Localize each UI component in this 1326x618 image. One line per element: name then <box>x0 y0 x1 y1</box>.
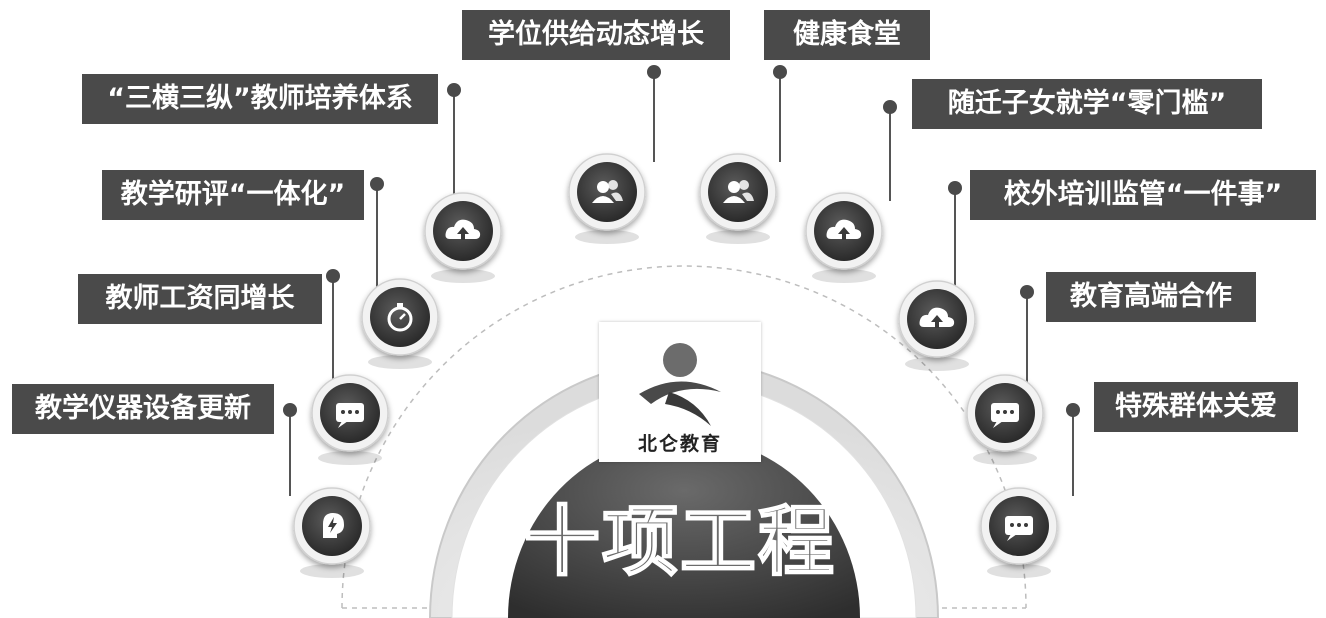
project-node-6 <box>898 280 976 371</box>
project-label-9: 教学仪器设备更新 <box>12 384 274 434</box>
project-label-2: 健康食堂 <box>764 10 930 60</box>
logo-emblem <box>639 343 721 426</box>
users-icon <box>723 180 754 203</box>
project-label-1: 学位供给动态增长 <box>462 10 730 60</box>
leader-dot <box>1020 285 1034 299</box>
project-label-10: 特殊群体关爱 <box>1094 382 1298 432</box>
users-icon <box>592 180 623 203</box>
bolt-icon <box>323 513 344 538</box>
logo-panel: 北仑教育 <box>599 322 761 462</box>
project-label-8: 教育高端合作 <box>1046 272 1256 322</box>
leader-dot <box>283 403 297 417</box>
logo-text: 北仑教育 <box>637 433 722 455</box>
leader-dot <box>647 65 661 79</box>
project-label-3: “三横三纵”教师培养体系 <box>82 74 438 124</box>
project-label-4: 随迁子女就学“零门槛” <box>912 79 1262 129</box>
icon-nodes <box>293 153 1058 578</box>
leader-dot <box>370 177 384 191</box>
leader-dot <box>948 181 962 195</box>
timer-icon <box>387 303 413 332</box>
project-node-9 <box>293 487 371 578</box>
project-label-7: 教师工资同增长 <box>78 274 322 324</box>
project-label-6: 校外培训监管“一件事” <box>970 170 1316 220</box>
cloud-upload-icon <box>919 307 955 328</box>
cloud-upload-icon <box>445 219 481 240</box>
leader-dot <box>447 83 461 97</box>
cloud-upload-icon <box>826 219 862 240</box>
project-node-4 <box>805 192 883 283</box>
project-node-10 <box>980 487 1058 578</box>
inner-dome <box>508 436 860 618</box>
project-node-7 <box>311 374 389 465</box>
project-node-3 <box>424 192 502 283</box>
project-node-2 <box>699 153 777 244</box>
main-title: 十项工程 <box>523 496 836 587</box>
leader-dot <box>326 269 340 283</box>
leader-dot <box>1066 403 1080 417</box>
chat-icon <box>1005 516 1033 541</box>
project-node-5 <box>361 278 439 369</box>
leader-lines <box>283 65 1080 496</box>
project-node-1 <box>568 153 646 244</box>
project-node-8 <box>966 374 1044 465</box>
leader-dot <box>883 100 897 114</box>
leader-dot <box>773 65 787 79</box>
project-label-5: 教学研评“一体化” <box>102 170 364 220</box>
chat-icon <box>336 403 364 428</box>
chat-icon <box>991 403 1019 428</box>
